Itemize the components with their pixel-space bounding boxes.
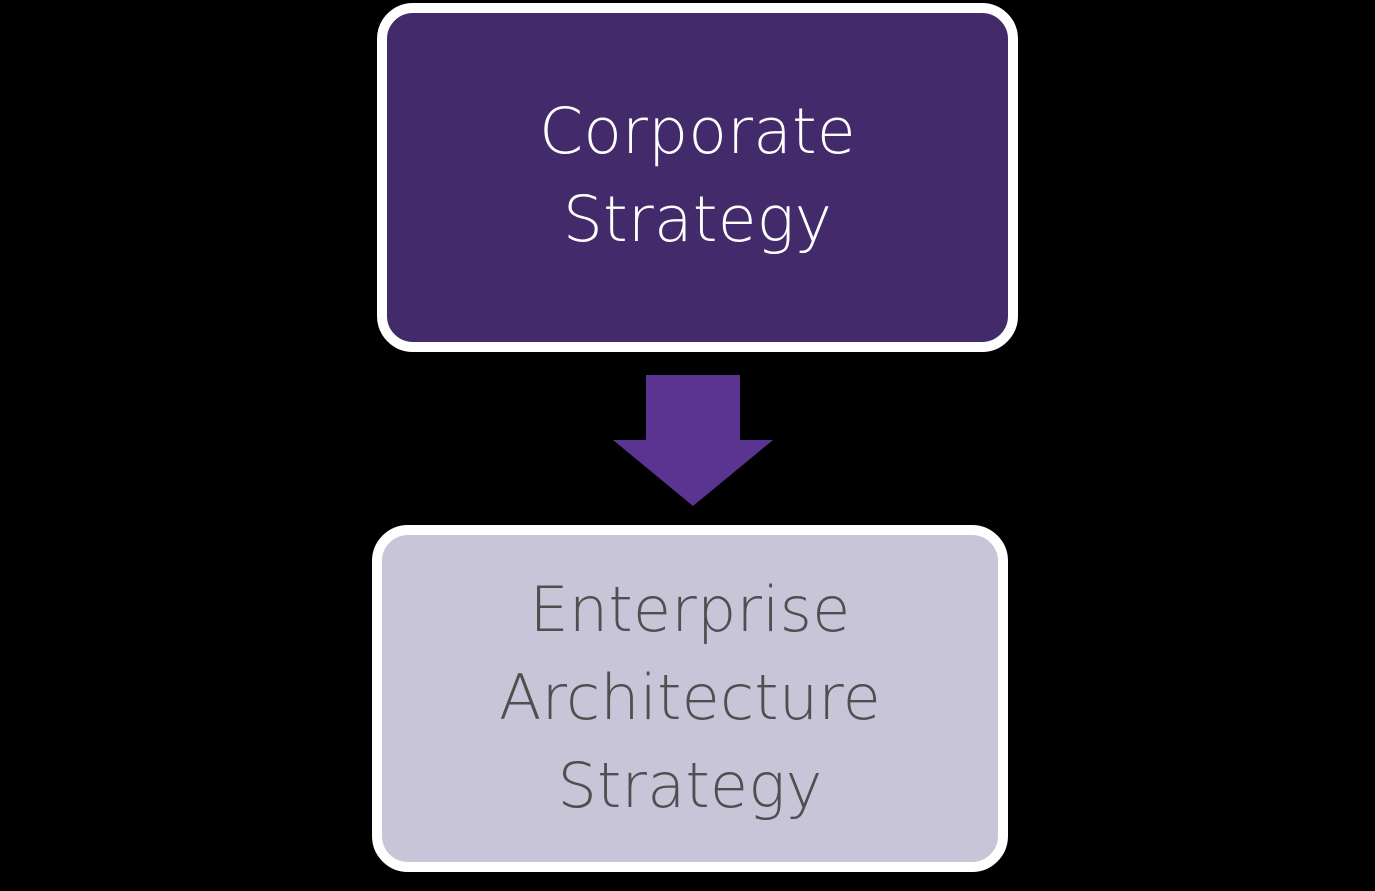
down-arrow-shape xyxy=(613,375,773,506)
down-arrow-polygon xyxy=(613,375,773,506)
node-enterprise-architecture-strategy-label: Enterprise Architecture Strategy xyxy=(499,572,881,822)
node-enterprise-architecture-strategy[interactable]: Enterprise Architecture Strategy xyxy=(372,525,1008,872)
node-corporate-strategy-label: Corporate Strategy xyxy=(539,94,856,256)
node-corporate-strategy[interactable]: Corporate Strategy xyxy=(377,3,1018,352)
down-arrow-icon xyxy=(613,375,773,506)
